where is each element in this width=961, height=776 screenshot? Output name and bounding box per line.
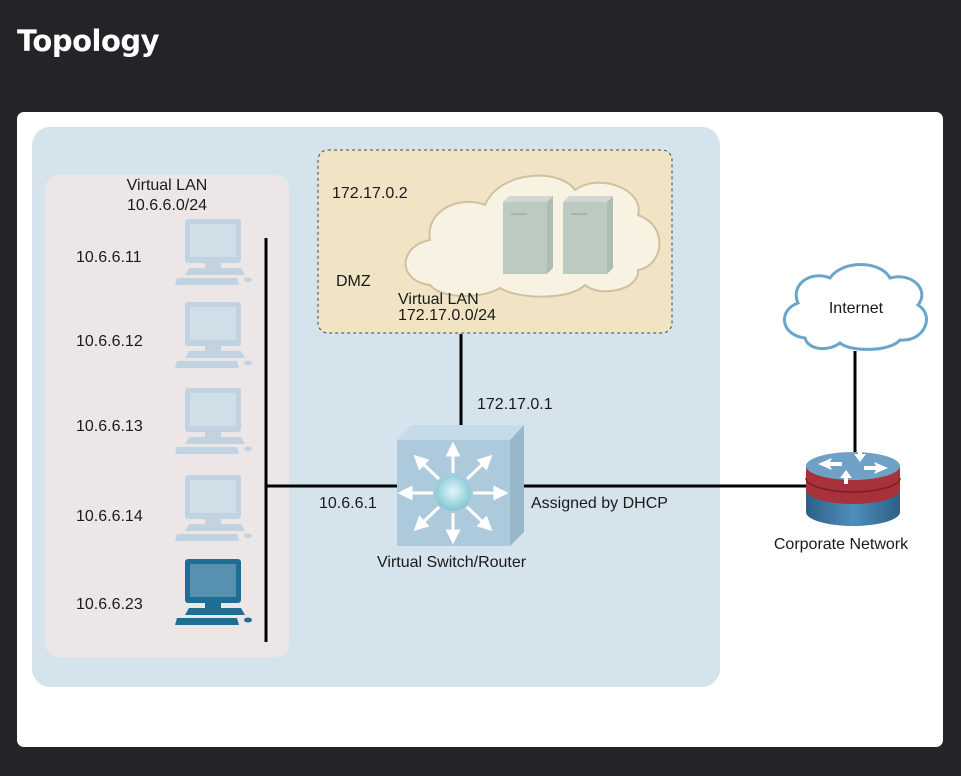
dmz-vlan-subnet: 172.17.0.0/24 bbox=[398, 307, 496, 324]
vlan-panel bbox=[45, 175, 289, 657]
page-title: Topology bbox=[17, 24, 160, 58]
router-wan-ip: Assigned by DHCP bbox=[531, 495, 668, 512]
server-icon bbox=[503, 196, 553, 274]
vlan-label: Virtual LAN bbox=[127, 177, 208, 194]
internet-label: Internet bbox=[829, 300, 884, 317]
router-lan-ip: 10.6.6.1 bbox=[319, 495, 377, 512]
host-ip: 10.6.6.23 bbox=[76, 596, 143, 613]
dmz-server-ip: 172.17.0.2 bbox=[332, 185, 408, 202]
switch-router-icon bbox=[397, 425, 524, 546]
internet-cloud-icon bbox=[782, 263, 928, 351]
host-ip: 10.6.6.11 bbox=[76, 249, 142, 266]
router-label: Virtual Switch/Router bbox=[377, 554, 527, 571]
host-ip: 10.6.6.14 bbox=[76, 508, 143, 525]
corporate-network-label: Corporate Network bbox=[774, 536, 909, 553]
dmz-label: DMZ bbox=[336, 273, 371, 290]
vlan-subnet: 10.6.6.0/24 bbox=[127, 197, 207, 214]
host-ip: 10.6.6.13 bbox=[76, 418, 143, 435]
server-icon bbox=[563, 196, 613, 274]
firewall-router-icon bbox=[805, 448, 901, 526]
router-dmz-ip: 172.17.0.1 bbox=[477, 396, 553, 413]
dmz-vlan-label: Virtual LAN bbox=[398, 291, 479, 308]
host-ip: 10.6.6.12 bbox=[76, 333, 143, 350]
